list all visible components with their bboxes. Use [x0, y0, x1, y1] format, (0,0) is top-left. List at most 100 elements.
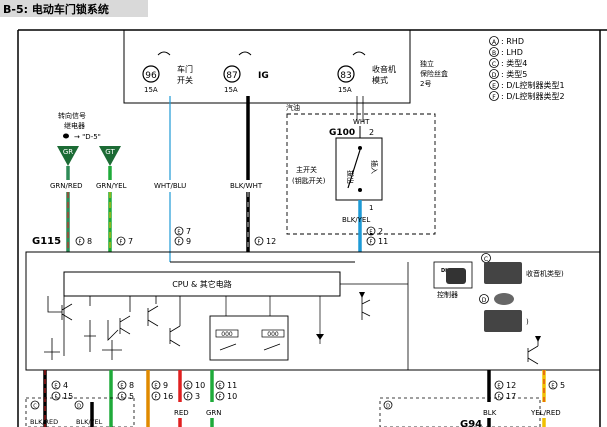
cpu-label: CPU & 其它电路 [172, 279, 232, 289]
svg-text:: D/L控制器类型1: : D/L控制器类型1 [501, 80, 565, 90]
fuse-83-label-1: 收音机 [372, 64, 396, 74]
svg-text:RED: RED [174, 409, 189, 417]
legend: A : RHD B : LHD C : 类型4 D : 类型5 E : D/L控… [489, 36, 565, 101]
fuse-83: 83 15A 收音机 模式 [337, 51, 396, 94]
svg-text:F: F [370, 240, 373, 246]
svg-text:7: 7 [128, 237, 133, 246]
svg-text:F: F [219, 395, 222, 401]
svg-text:E: E [154, 384, 157, 390]
svg-text:E: E [369, 230, 372, 236]
svg-text:BLK: BLK [483, 409, 497, 417]
relay-label-1: 转向信号 [58, 111, 86, 120]
relay-pins-right: 000 [267, 331, 279, 338]
svg-text:10: 10 [227, 392, 237, 401]
bottom-wire-6: E 12 F 17 BLK [483, 370, 516, 427]
fuse-83-rating: 15A [338, 86, 352, 94]
fuse-87-number: 87 [226, 71, 237, 81]
d-module-icon: D ) [479, 293, 529, 332]
fuse-box-label-2: 保险丝盒 [420, 69, 448, 78]
wire-wht-blu [169, 96, 355, 263]
wire-label-blk-wht: BLK/WHT [230, 182, 263, 190]
svg-text:3: 3 [195, 392, 200, 401]
legend-item-f: F : D/L控制器类型2 [489, 91, 565, 101]
fuse-83-number: 83 [340, 71, 351, 81]
main-switch-label: 主开关 [296, 165, 317, 174]
svg-text:9: 9 [163, 381, 168, 390]
g100-conn: E 2 F 11 [366, 226, 388, 246]
fuse-83-label-2: 模式 [372, 75, 388, 85]
g115-label: G115 [32, 236, 61, 247]
dl-controller-icon: DL 控制器 [433, 261, 473, 299]
relay-ref: → "D-5" [74, 133, 101, 141]
legend-item-b: B : LHD [489, 47, 523, 57]
svg-text:16: 16 [163, 392, 173, 401]
g115-conn-2: F 7 [116, 236, 133, 246]
svg-text:2: 2 [378, 227, 383, 236]
fuse-87: 87 15A IG [223, 51, 269, 94]
g115-conn-4: F 12 [254, 236, 276, 246]
fuse-87-rating: 15A [224, 86, 238, 94]
main-switch-label-2: (钥匙开关) [292, 176, 326, 185]
svg-text:F: F [121, 395, 124, 401]
svg-text:F: F [492, 94, 496, 101]
legend-item-e: E : D/L控制器类型1 [489, 80, 565, 90]
connector-gt: GT [99, 146, 121, 166]
svg-text:DL: DL [441, 268, 449, 274]
fuse-96-rating: 15A [144, 86, 158, 94]
svg-text:GR: GR [63, 148, 73, 156]
svg-text:4: 4 [63, 381, 68, 390]
svg-text:F: F [120, 240, 123, 246]
title-bar [0, 0, 148, 17]
g100-wire-top: WHT [353, 118, 370, 126]
bottom-wire-5: E 11 F 10 GRN [206, 370, 237, 427]
fuse-box-label-1: 独立 [420, 59, 434, 68]
c-module-icon: C 收音机类型) [481, 253, 564, 284]
g115-conn-1: F 8 [75, 236, 92, 246]
svg-text:5: 5 [129, 392, 134, 401]
relay-pins-left: 000 [221, 331, 233, 338]
lower-tags: C D BLK/RED BLK/YEL D G94 [25, 397, 541, 427]
svg-text:D: D [482, 297, 487, 304]
d-wire-label: BLK/YEL [76, 418, 103, 426]
svg-text:5: 5 [560, 381, 565, 390]
svg-text:: RHD: : RHD [501, 37, 524, 46]
wire-label-grn-red: GRN/RED [50, 182, 83, 190]
svg-text:F: F [498, 395, 501, 401]
svg-text:11: 11 [227, 381, 237, 390]
gasoline-region: 汽油 WHT G100 2 拔出 插入 主开关 (钥匙开关) 1 BLK/YEL [286, 96, 436, 252]
fuse-87-label: IG [258, 71, 269, 81]
svg-text:8: 8 [87, 237, 92, 246]
svg-text:12: 12 [266, 237, 276, 246]
svg-text:): ) [526, 318, 529, 326]
g100-label: G100 [329, 128, 355, 138]
svg-text:11: 11 [378, 237, 388, 246]
turn-signal-relay: 转向信号 继电器 → "D-5" [58, 111, 101, 141]
svg-text:E: E [120, 384, 123, 390]
c-wire-label: BLK/RED [30, 418, 58, 426]
bottom-wire-2: E 8 F 5 [109, 370, 134, 427]
controller-module: CPU & 其它电路 000 000 [25, 251, 601, 371]
svg-text:15: 15 [63, 392, 73, 401]
legend-item-a: A : RHD [489, 36, 524, 46]
svg-text:D: D [386, 404, 390, 410]
svg-text:E: E [177, 230, 180, 236]
svg-text:C: C [33, 404, 37, 410]
svg-text:F: F [55, 395, 58, 401]
fuse-box-label-3: 2号 [420, 80, 431, 88]
g94-label: G94 [460, 419, 482, 427]
g100-pin: 2 [369, 128, 374, 137]
svg-text:D: D [77, 404, 81, 410]
fuse-96-number: 96 [145, 71, 157, 81]
bottom-wire-1: E 4 F 15 [43, 370, 73, 427]
gasoline-label: 汽油 [286, 103, 300, 112]
svg-text:C: C [484, 256, 488, 263]
svg-text:E: E [54, 384, 57, 390]
svg-text:9: 9 [186, 237, 191, 246]
svg-text:E: E [497, 384, 500, 390]
svg-text:: D/L控制器类型2: : D/L控制器类型2 [501, 91, 565, 101]
svg-text:B: B [492, 50, 496, 57]
svg-text:E: E [551, 384, 554, 390]
fuse-96: 96 15A 车门 开关 [142, 51, 193, 94]
svg-text:8: 8 [129, 381, 134, 390]
